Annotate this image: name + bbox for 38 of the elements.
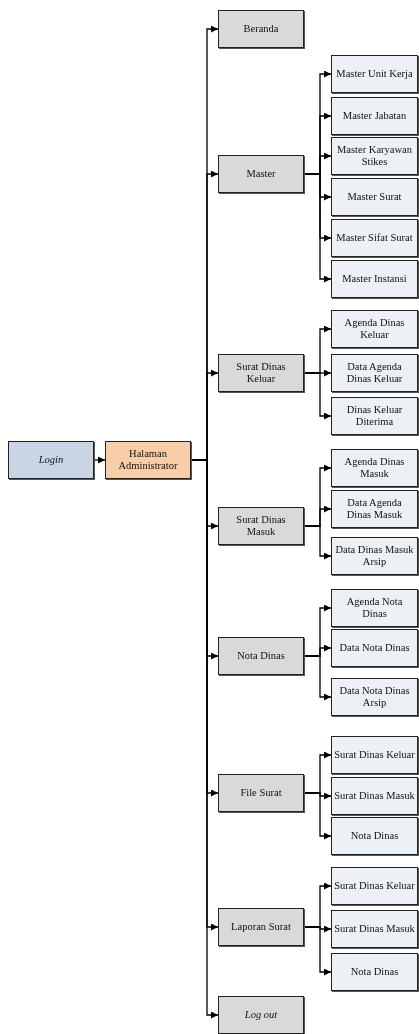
menu-box: Nota Dinas — [331, 953, 418, 991]
menu-box: Surat Dinas Masuk — [331, 777, 418, 815]
menu-box: Data Dinas Masuk Arsip — [331, 537, 418, 575]
arrow — [303, 372, 332, 420]
menu-box: Log out — [218, 996, 304, 1034]
menu-box: Master — [218, 155, 304, 193]
menu-box: Master Surat — [331, 178, 418, 216]
menu-box: Halaman Administrator — [105, 441, 191, 479]
menu-box: Master Instansi — [331, 260, 418, 298]
menu-box: File Surat — [218, 774, 304, 812]
menu-box: Master Sifat Surat — [331, 219, 418, 257]
arrow — [303, 173, 332, 283]
menu-box: Data Nota Dinas Arsip — [331, 678, 418, 716]
menu-box: Data Nota Dinas — [331, 629, 418, 667]
menu-box: Master Unit Kerja — [331, 55, 418, 93]
arrow — [303, 792, 332, 840]
arrow — [93, 456, 106, 464]
menu-box: Surat Dinas Masuk — [218, 507, 304, 545]
menu-box: Surat Dinas Keluar — [331, 736, 418, 774]
menu-box: Data Agenda Dinas Masuk — [331, 490, 418, 528]
menu-box: Beranda — [218, 10, 304, 48]
menu-box: Laporan Surat — [218, 908, 304, 946]
menu-box: Data Agenda Dinas Keluar — [331, 354, 418, 392]
arrow — [303, 655, 332, 701]
menu-box: Agenda Dinas Masuk — [331, 449, 418, 487]
arrow — [303, 525, 332, 560]
arrow — [303, 926, 332, 976]
menu-box: Master Jabatan — [331, 97, 418, 135]
menu-box: Master Karyawan Stikes — [331, 137, 418, 175]
menu-box: Login — [8, 441, 94, 479]
menu-box: Surat Dinas Masuk — [331, 910, 418, 948]
menu-box: Nota Dinas — [331, 817, 418, 855]
menu-box: Dinas Keluar Diterima — [331, 397, 418, 435]
menu-box: Surat Dinas Keluar — [331, 867, 418, 905]
menu-box: Nota Dinas — [218, 637, 304, 675]
menu-box: Surat Dinas Keluar — [218, 354, 304, 392]
menu-box: Agenda Nota Dinas — [331, 589, 418, 627]
menu-box: Agenda Dinas Keluar — [331, 310, 418, 348]
